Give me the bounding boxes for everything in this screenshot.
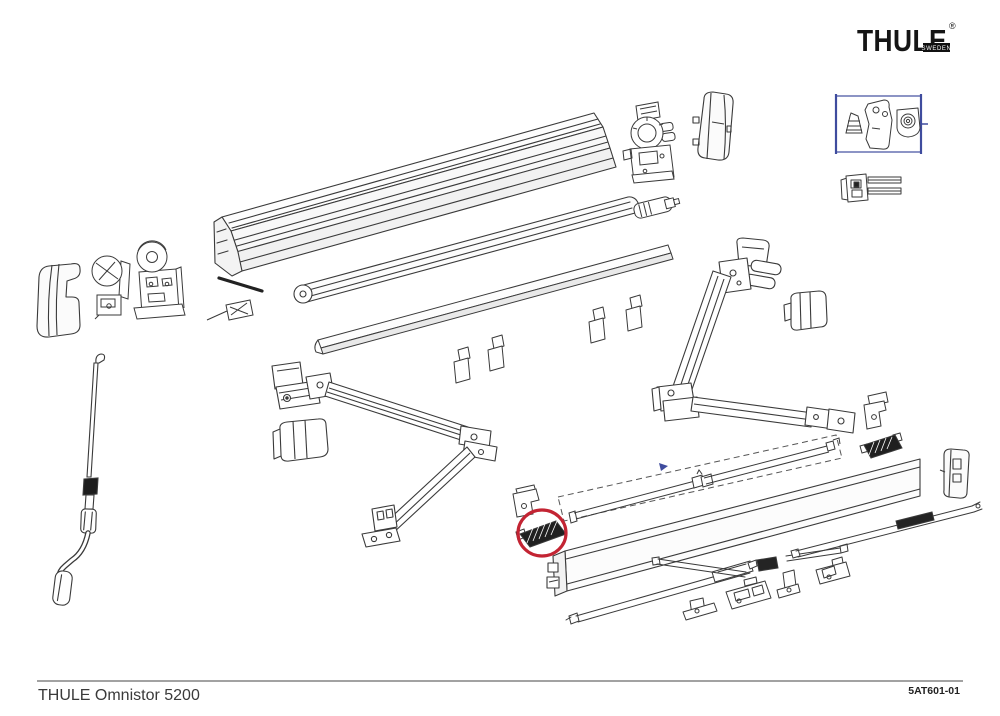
right-end-cap-part [692, 91, 734, 161]
tagline-box [923, 43, 950, 52]
twin-pin-bracket-part [840, 173, 902, 203]
tension-rafter-rod-left [568, 469, 705, 524]
slider-block-right-part [859, 432, 903, 459]
left-gear-part [91, 255, 131, 320]
support-leg-parts [565, 501, 983, 625]
fabric-clip-parts [453, 294, 643, 384]
right-drive-mechanism-part [622, 101, 676, 184]
crank-handle-part [52, 353, 106, 606]
highlight-circle [516, 508, 568, 558]
direction-arrow-icon [659, 463, 668, 471]
cone-plug-part [845, 112, 863, 134]
mounting-foot-parts [682, 556, 851, 621]
valance-strip-part [314, 244, 674, 355]
tension-rafter-rod-right [700, 437, 841, 488]
left-drive-mechanism-part [133, 240, 186, 320]
awning-case-part [213, 112, 617, 293]
arm-cover-right-part [783, 290, 828, 331]
arm-cover-left-part [272, 418, 329, 462]
lead-rail-end-cap-part [939, 448, 970, 499]
roller-adapter-part [633, 196, 681, 219]
dashed-selection-box [557, 434, 843, 522]
brand-logo: THULE ® SWEDEN [857, 21, 956, 58]
roller-tube-part [293, 196, 639, 304]
wall-cap-part [896, 107, 921, 138]
left-end-cap-part [36, 263, 81, 338]
right-spring-arm-part [651, 237, 856, 434]
registered-mark: ® [949, 21, 956, 31]
left-spring-arm-part [271, 361, 498, 548]
footer: THULE Omnistor 5200 5AT601-01 [37, 680, 963, 704]
highlighted-slider-part [515, 520, 567, 548]
bracket-plate-part [864, 99, 893, 150]
fixing-clip-right-part [863, 391, 889, 430]
slider-bracket-part [512, 484, 540, 518]
document-code: 5AT601-01 [908, 685, 960, 697]
callout-box [834, 94, 928, 154]
spline-connector-part [206, 299, 254, 321]
product-title: THULE Omnistor 5200 [38, 687, 200, 704]
tension-rafter-group [557, 434, 843, 524]
tagline-text: SWEDEN [922, 46, 952, 52]
thule-logo-text: THULE [857, 23, 947, 58]
